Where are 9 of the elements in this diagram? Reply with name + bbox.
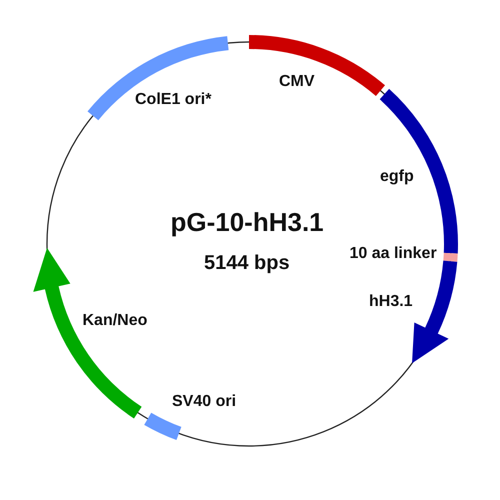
feature-label: Kan/Neo — [82, 312, 148, 330]
feature-label: egfp — [380, 168, 414, 186]
plasmid-name: pG-10-hH3.1 — [170, 208, 324, 238]
feature-label: SV40 ori — [172, 393, 236, 412]
feature-label: 10 aa linker — [350, 245, 437, 264]
feature-label: CMV — [279, 73, 315, 92]
feature-label: hH3.1 — [369, 293, 413, 312]
feature-label: ColE1 ori* — [135, 91, 212, 110]
plasmid-size: 5144 bps — [204, 252, 290, 274]
